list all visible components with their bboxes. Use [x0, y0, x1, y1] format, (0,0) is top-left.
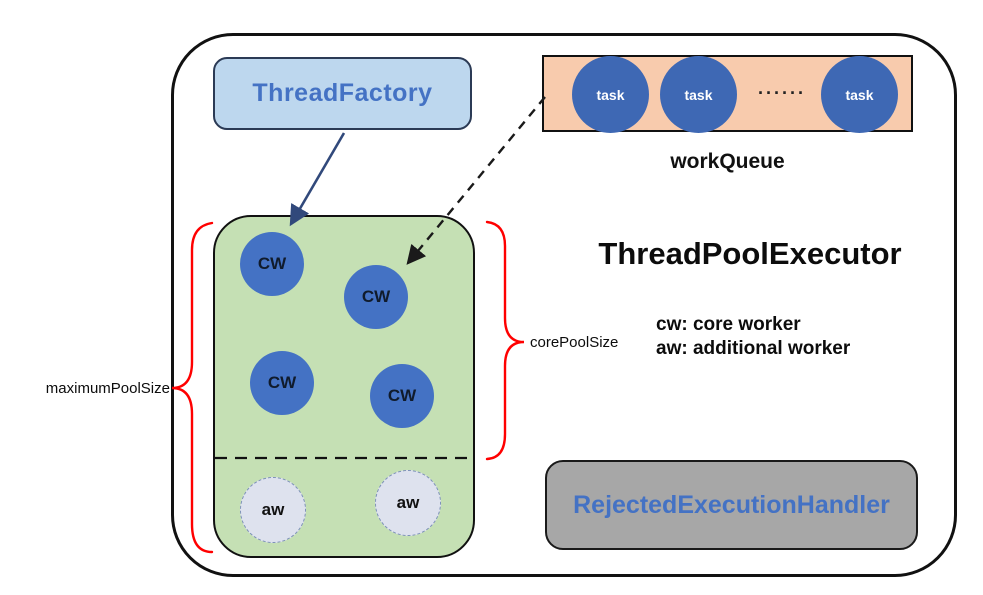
task-circle: task [821, 56, 898, 133]
work-queue-box: task task ······ task [542, 55, 913, 133]
queue-ellipsis: ······ [758, 83, 806, 103]
thread-factory-box: ThreadFactory [213, 57, 472, 130]
core-pool-size-label: corePoolSize [530, 334, 619, 351]
diagram-title: ThreadPoolExecutor [598, 236, 902, 271]
core-worker-circle: CW [370, 364, 434, 428]
rejected-execution-handler-label: RejectedExecutionHandler [573, 490, 890, 519]
legend-core-worker: cw: core worker [656, 314, 801, 335]
core-worker-circle: CW [240, 232, 304, 296]
additional-worker-circle: aw [240, 477, 306, 543]
core-worker-circle: CW [250, 351, 314, 415]
rejected-execution-handler-box: RejectedExecutionHandler [545, 460, 918, 550]
task-circle: task [572, 56, 649, 133]
thread-factory-label: ThreadFactory [252, 79, 433, 107]
task-label: task [596, 86, 625, 103]
additional-worker-circle: aw [375, 470, 441, 536]
task-circle: task [660, 56, 737, 133]
work-queue-label: workQueue [670, 150, 785, 173]
core-worker-circle: CW [344, 265, 408, 329]
legend-block: cw: core worker aw: additional worker [656, 313, 850, 361]
maximum-pool-size-label: maximumPoolSize [45, 380, 170, 397]
task-label: task [845, 86, 874, 103]
legend-additional-worker: aw: additional worker [656, 338, 851, 359]
task-label: task [684, 86, 713, 103]
